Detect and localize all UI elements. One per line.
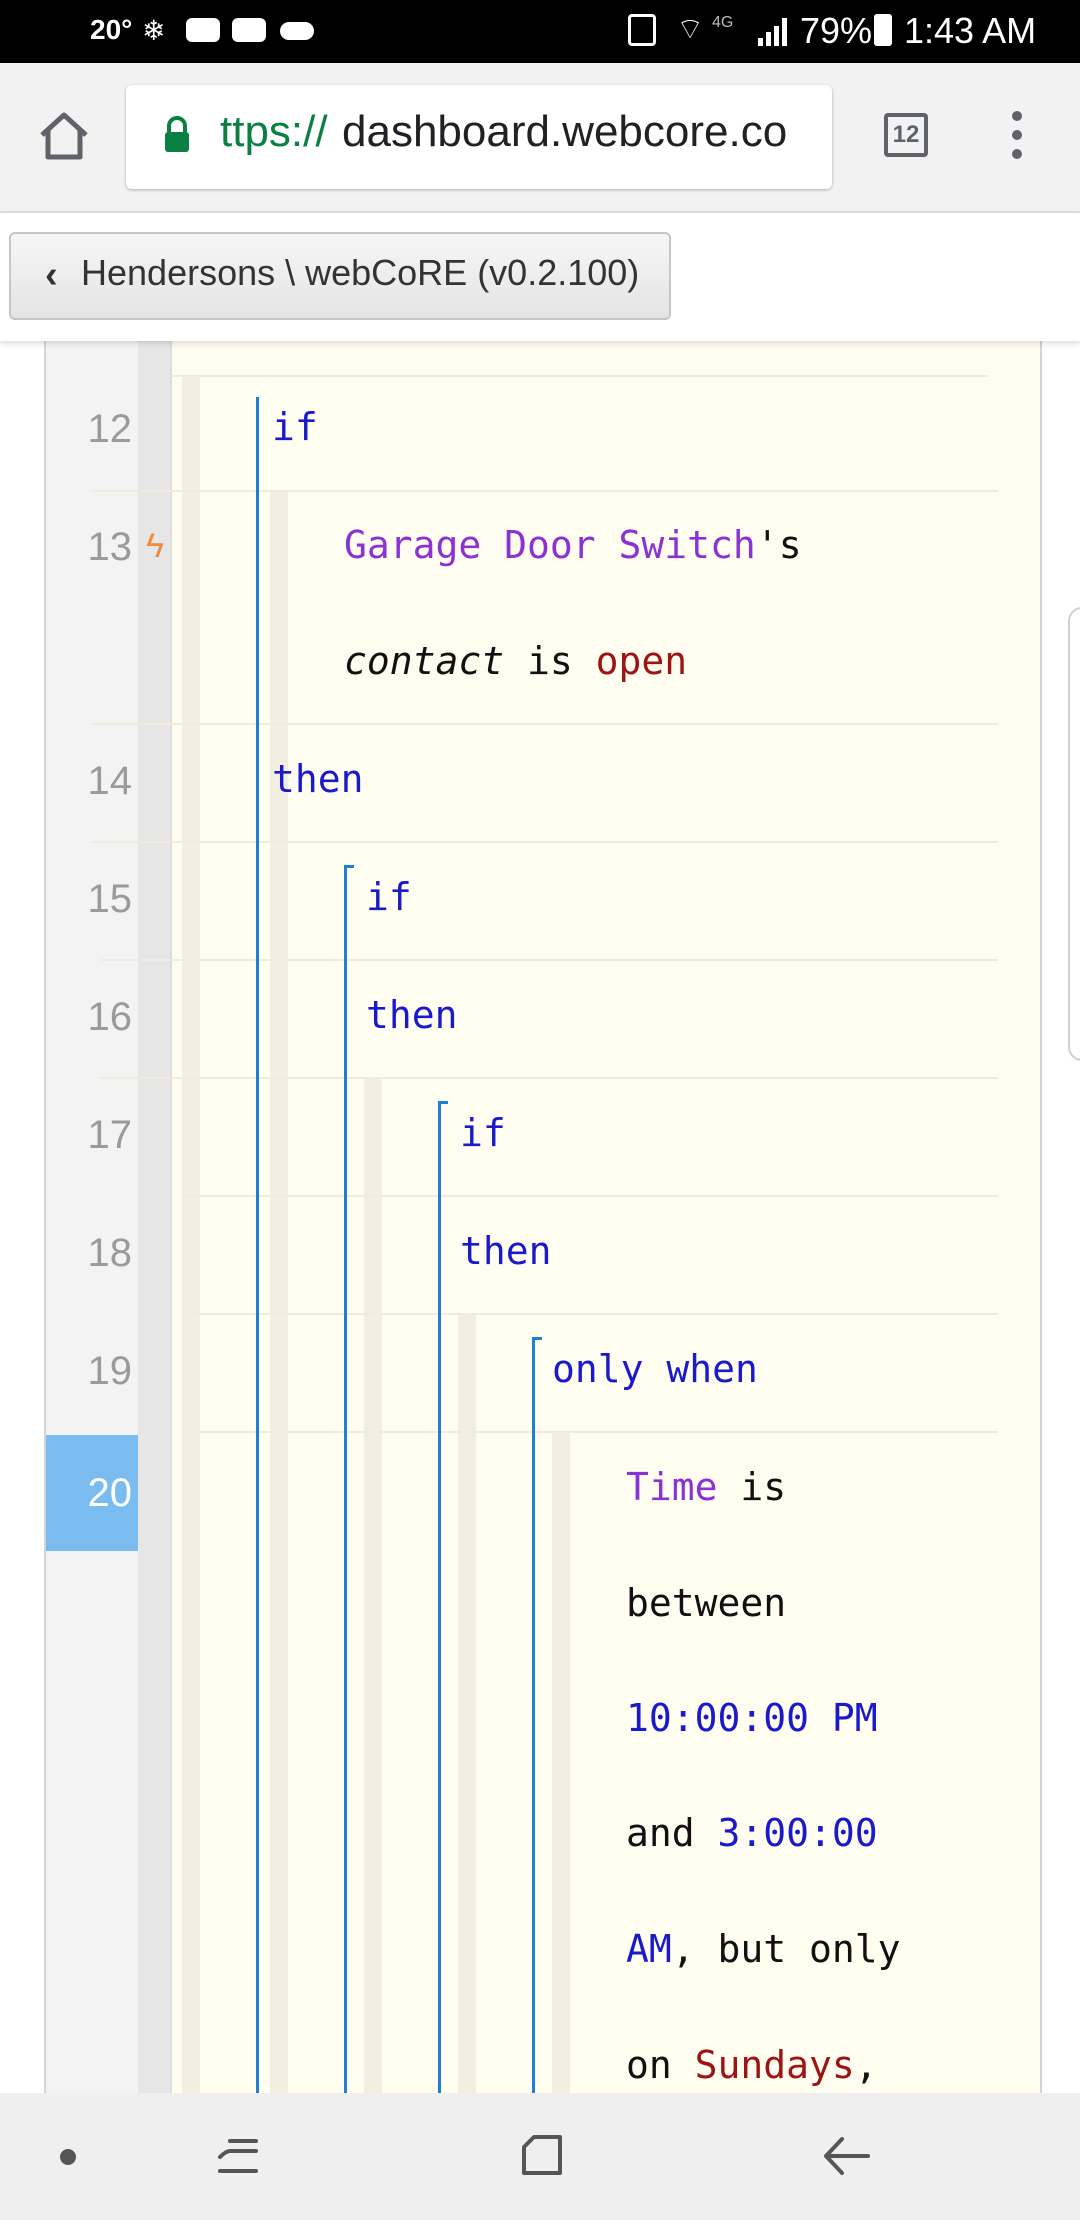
temperature: 20° xyxy=(90,14,133,45)
line-number: 19 xyxy=(87,1349,133,1393)
nfc-icon xyxy=(628,14,656,46)
cloud-icon xyxy=(280,22,314,40)
possessive: 's xyxy=(755,523,802,567)
device-name: Garage Door Switch xyxy=(344,523,756,567)
indent-guide xyxy=(182,375,200,2093)
block-bracket xyxy=(438,1101,441,2093)
code-condition-line-1[interactable]: Garage Door Switch's xyxy=(344,523,802,567)
lock-icon xyxy=(162,115,192,155)
row-divider xyxy=(186,1195,998,1197)
chevron-left-icon: ‹ xyxy=(45,254,58,296)
signal-icon xyxy=(758,14,792,46)
tab-count: 12 xyxy=(892,121,920,148)
trigger-bolt-icon: ϟ xyxy=(146,527,164,565)
restriction-text: , but only xyxy=(671,1927,901,1971)
operator: is xyxy=(717,1465,787,1509)
line-number: 12 xyxy=(87,407,133,451)
row-divider xyxy=(90,723,998,725)
piston-editor[interactable]: 12 13 ϟ 14 15 16 17 18 19 20 if Garage D… xyxy=(44,341,1042,2093)
code-time-condition-1[interactable]: Time is xyxy=(626,1465,786,1509)
code-then[interactable]: then xyxy=(272,757,364,801)
row-divider xyxy=(90,490,998,492)
breadcrumb-bar: ‹ Hendersons \ webCoRE (v0.2.100) xyxy=(0,213,1080,341)
address-bar[interactable]: ttps:// dashboard.webcore.co xyxy=(126,85,832,189)
clock: 1:43 AM xyxy=(904,10,1037,51)
line-number: 14 xyxy=(87,759,133,803)
side-scroll-handle[interactable] xyxy=(1068,607,1080,1061)
breadcrumb-label: Hendersons \ webCoRE (v0.2.100) xyxy=(81,252,640,293)
day-value: Sundays xyxy=(694,2043,855,2087)
indent-guide xyxy=(552,1431,570,2093)
block-bracket xyxy=(344,865,347,2093)
url-scheme: ttps:// xyxy=(220,107,328,156)
line-number-gutter xyxy=(46,341,138,2093)
line-number: 15 xyxy=(87,877,133,921)
code-time-condition-6[interactable]: on Sundays, xyxy=(626,2043,878,2087)
code-then[interactable]: then xyxy=(366,993,458,1037)
code-time-condition-4[interactable]: and 3:00:00 xyxy=(626,1811,878,1855)
code-time-condition-2[interactable]: between xyxy=(626,1581,787,1625)
indent-guide xyxy=(458,1314,476,2093)
indent-guide xyxy=(270,491,288,2093)
system-nav-bar xyxy=(0,2093,1080,2220)
url-host: dashboard.webcore.co xyxy=(342,107,788,156)
row-divider xyxy=(100,959,998,961)
row-divider xyxy=(186,1431,998,1433)
block-bracket xyxy=(532,1337,535,2093)
row-divider xyxy=(170,375,988,377)
row-divider xyxy=(100,1077,998,1079)
conjunction: and xyxy=(626,1811,718,1855)
code-if[interactable]: if xyxy=(366,875,412,919)
time-end: 3:00:00 xyxy=(717,1811,878,1855)
code-time-condition-5[interactable]: AM, but only xyxy=(626,1927,901,1971)
dot-icon[interactable] xyxy=(60,2149,76,2165)
snowflake-icon: ❄ xyxy=(142,15,166,46)
attribute-name: contact xyxy=(344,639,505,683)
network-type: 4G xyxy=(712,14,734,31)
overflow-menu-icon[interactable] xyxy=(1008,111,1026,161)
row-divider xyxy=(186,1313,998,1315)
indent-guide xyxy=(364,1079,382,2093)
home-square-icon[interactable] xyxy=(520,2133,566,2179)
block-bracket-tick xyxy=(438,1101,448,1104)
code-if[interactable]: if xyxy=(272,405,318,449)
row-divider xyxy=(90,841,998,843)
code-only-when[interactable]: only when xyxy=(552,1347,758,1391)
line-number: 16 xyxy=(87,995,133,1039)
line-number-active[interactable]: 20 xyxy=(46,1435,138,1551)
recents-icon[interactable] xyxy=(216,2133,264,2179)
time-operand: Time xyxy=(626,1465,718,1509)
youtube-icon-2 xyxy=(232,18,266,42)
line-number: 18 xyxy=(87,1231,133,1275)
time-start[interactable]: 10:00:00 PM xyxy=(626,1696,878,1740)
youtube-icon xyxy=(186,18,220,42)
code-condition-line-2[interactable]: contact is open xyxy=(344,639,687,683)
battery-percent: 79% xyxy=(800,10,873,51)
line-number: 17 xyxy=(87,1113,133,1157)
wifi-icon: ⌔ xyxy=(676,13,705,46)
block-bracket-tick xyxy=(532,1337,542,1340)
tabs-icon[interactable]: 12 xyxy=(884,113,928,157)
block-bracket-tick xyxy=(344,865,354,868)
browser-toolbar: ttps:// dashboard.webcore.co 12 xyxy=(0,63,1080,213)
breadcrumb-button[interactable]: ‹ Hendersons \ webCoRE (v0.2.100) xyxy=(9,232,671,320)
battery-icon xyxy=(874,14,892,46)
code-if[interactable]: if xyxy=(460,1111,506,1155)
punctuation: , xyxy=(854,2043,878,2087)
time-end-meridiem: AM xyxy=(626,1927,672,1971)
preposition: on xyxy=(626,2043,695,2087)
gutter-margin xyxy=(138,341,172,2093)
code-then[interactable]: then xyxy=(460,1229,552,1273)
operator: is xyxy=(504,639,596,683)
block-bracket xyxy=(256,397,259,2093)
attribute-value: open xyxy=(595,639,688,683)
line-number: 13 xyxy=(87,525,133,569)
home-icon[interactable] xyxy=(36,107,92,163)
status-bar: 20° ❄ ⌔ 4G 79% 1:43 AM xyxy=(0,0,1080,63)
back-icon[interactable] xyxy=(820,2133,872,2179)
